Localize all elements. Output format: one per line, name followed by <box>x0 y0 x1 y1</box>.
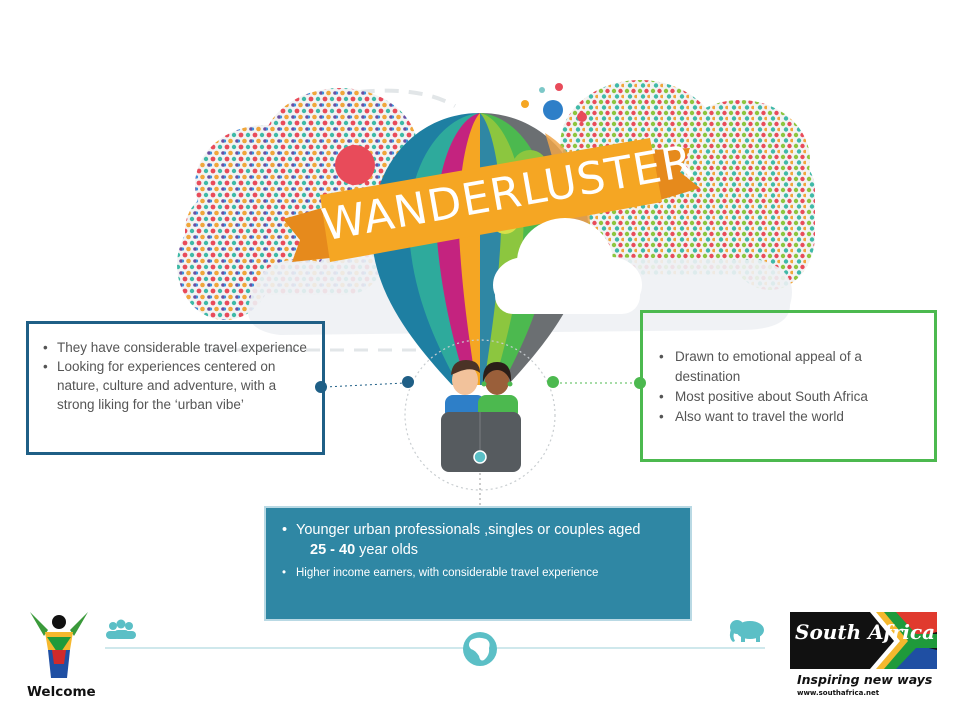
welcome-label: Welcome <box>27 684 96 700</box>
connector-dot-left-inner <box>402 376 414 388</box>
confetti-dot <box>543 100 563 120</box>
right-info-box: Drawn to emotional appeal of a destinati… <box>640 310 937 462</box>
people-icon <box>106 619 136 639</box>
wanderluster-banner <box>283 138 700 262</box>
age-suffix: year olds <box>355 542 419 558</box>
bottom-bullet: Higher income earners, with considerable… <box>278 564 680 583</box>
bullet-text: Younger urban professionals ,singles or … <box>296 522 641 538</box>
confetti-dot <box>555 83 563 91</box>
tagline: Inspiring new ways <box>797 672 933 687</box>
connector-left <box>324 382 406 388</box>
confetti-dot <box>577 112 587 122</box>
bottom-bullet: Younger urban professionals ,singles or … <box>278 520 680 560</box>
africa-map-icon <box>469 637 490 661</box>
right-bullet: Most positive about South Africa <box>655 387 926 407</box>
connector-dot-right-inner <box>547 376 559 388</box>
left-bullet: Looking for experiences centered on natu… <box>39 357 314 414</box>
right-bullet: Drawn to emotional appeal of a destinati… <box>655 347 926 387</box>
left-bullet: They have considerable travel experience <box>39 338 314 357</box>
website-link[interactable]: www.southafrica.net <box>797 689 880 697</box>
white-cloud <box>493 218 642 314</box>
dotted-circle <box>404 339 556 491</box>
pattern-cloud-left <box>177 88 418 320</box>
connector-dot-bottom <box>473 450 487 464</box>
welcome-figure-icon <box>30 612 88 678</box>
age-range: 25 - 40 <box>310 542 356 558</box>
right-bullet: Also want to travel the world <box>655 407 926 427</box>
confetti-dot <box>539 87 545 93</box>
logo-title: South Africa <box>795 620 936 644</box>
balloon-basket <box>441 412 521 472</box>
south-africa-logo <box>790 612 937 669</box>
left-info-box: They have considerable travel experience… <box>26 321 325 455</box>
bottom-info-box: Younger urban professionals ,singles or … <box>264 506 692 621</box>
confetti-dot <box>521 100 529 108</box>
elephant-icon <box>729 620 764 642</box>
